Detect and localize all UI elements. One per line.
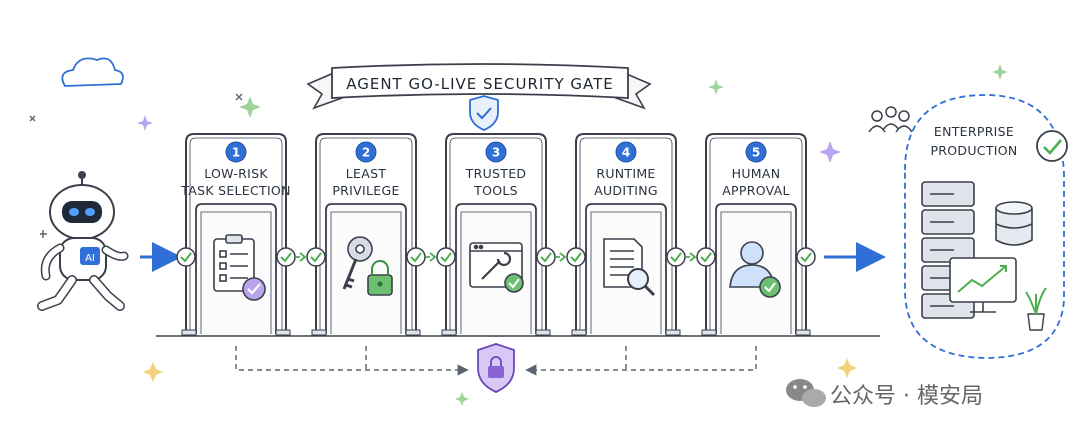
gate-connector-arrow [686, 252, 697, 262]
lock-shield-icon [477, 343, 515, 393]
gate-exit-check-icon [666, 247, 686, 267]
watermark: 公众号 · 模安局 [786, 379, 983, 409]
audit-icon [603, 238, 656, 297]
robot-agent-icon: AI [37, 171, 129, 311]
gate-label-line2: AUDITING [594, 183, 658, 198]
gate-connector-arrow [296, 252, 307, 262]
gate-entry-check-icon [566, 247, 586, 267]
production-zone: ENTERPRISE PRODUCTION [868, 94, 1068, 359]
gate-exit-check-icon [276, 247, 296, 267]
plant-icon [1025, 287, 1047, 331]
page-title: AGENT GO-LIVE SECURITY GATE [346, 75, 614, 93]
team-icon [868, 106, 913, 133]
gate-label-line2: TASK SELECTION [180, 183, 290, 198]
gate-number: 3 [492, 146, 500, 160]
user-icon [729, 241, 781, 298]
clipboard-icon [213, 234, 266, 301]
shield-check-icon [469, 95, 499, 131]
gate-number-badge: 1 [225, 141, 247, 163]
gate-number: 5 [752, 146, 760, 160]
key-icon [342, 236, 393, 296]
tool-icon [469, 242, 524, 293]
title-banner: AGENT GO-LIVE SECURITY GATE [306, 63, 652, 110]
gate-number-badge: 5 [745, 141, 767, 163]
gate-connector-arrow [556, 252, 567, 262]
gate-entry-check-icon [696, 247, 716, 267]
gate-number: 4 [622, 146, 630, 160]
gate-number-badge: 3 [485, 141, 507, 163]
monitor-chart-icon [949, 257, 1017, 313]
gate-label-line1: LEAST [346, 166, 387, 181]
gate-number-badge: 4 [615, 141, 637, 163]
gate-exit-check-icon [796, 247, 816, 267]
decor-sparkles [29, 64, 1008, 406]
gate-label-line2: TOOLS [473, 183, 518, 198]
production-label-line2: PRODUCTION [930, 143, 1017, 158]
agent-badge: AI [85, 253, 95, 264]
gate-label-line2: APPROVAL [722, 183, 790, 198]
production-check-icon [1036, 130, 1068, 162]
gate-entry-check-icon [306, 247, 326, 267]
gate-number: 2 [362, 146, 370, 160]
gate-number-badge: 2 [355, 141, 377, 163]
server-rack-icon [921, 181, 975, 319]
gate-entry-check-icon [436, 247, 456, 267]
gate-connector-arrow [426, 252, 437, 262]
watermark-text: 公众号 · 模安局 [830, 384, 983, 409]
gate-exit-check-icon [536, 247, 556, 267]
gate-exit-check-icon [406, 247, 426, 267]
database-icon [995, 201, 1033, 246]
gate-entry-check-icon [176, 247, 196, 267]
production-label-line1: ENTERPRISE [934, 124, 1014, 139]
gate-number: 1 [232, 146, 240, 160]
gate-label-line1: HUMAN [732, 166, 781, 181]
gate-label-line1: RUNTIME [596, 166, 655, 181]
wechat-icon [786, 379, 826, 407]
gate-label-line1: LOW-RISK [204, 166, 268, 181]
gate-label-line2: PRIVILEGE [332, 183, 399, 198]
cloud-icon [61, 57, 124, 87]
gate-label-line1: TRUSTED [465, 166, 527, 181]
